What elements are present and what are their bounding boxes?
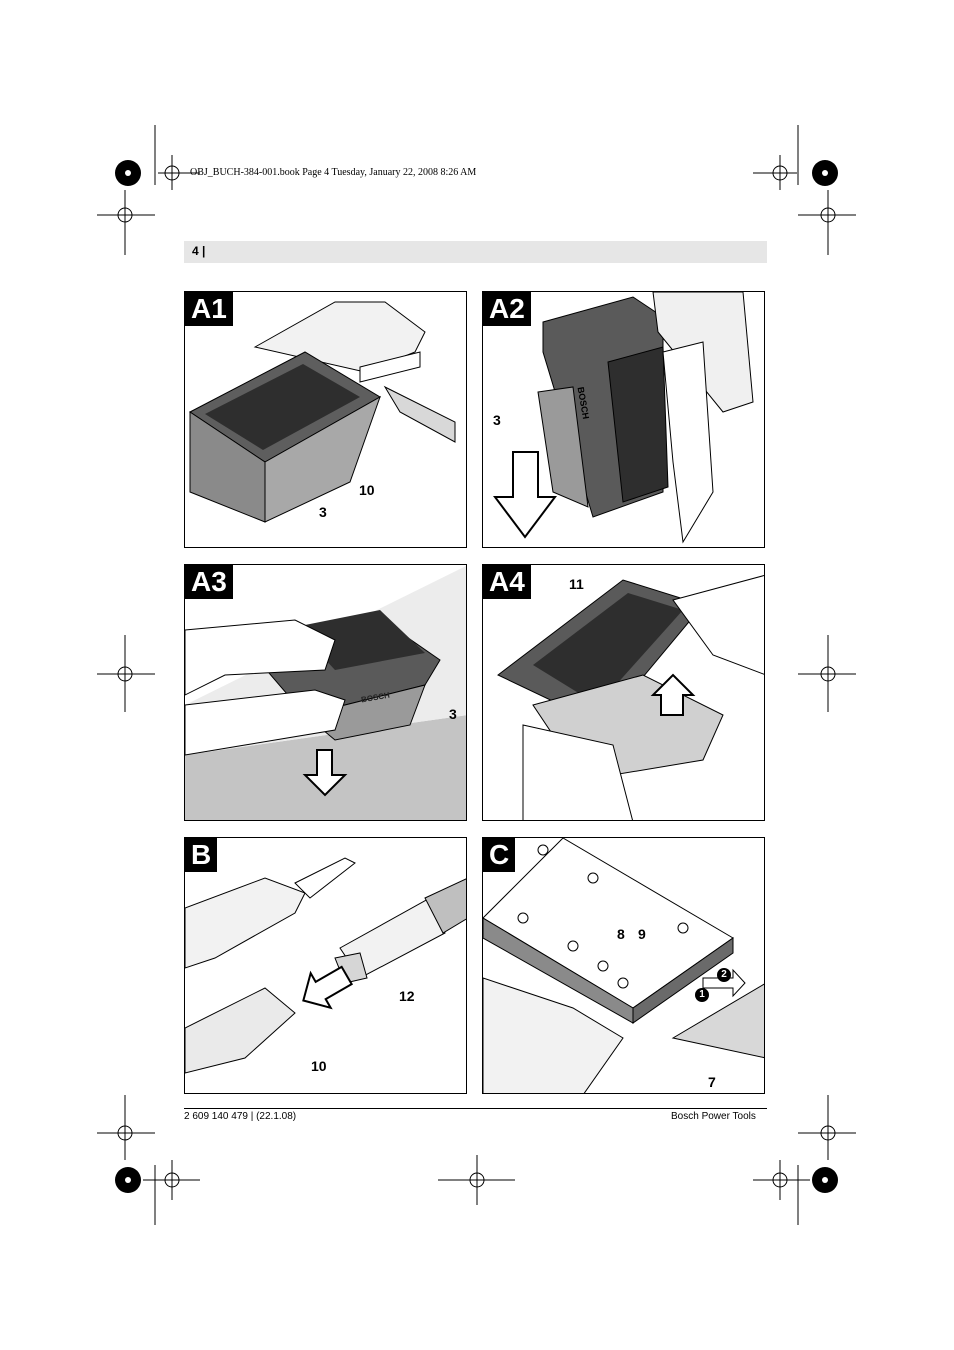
figure-b: B 12 10	[184, 837, 467, 1094]
callout-10: 10	[359, 482, 375, 498]
figure-a2: A2 BOSCH 3	[482, 291, 765, 548]
footer-doc-number: 2 609 140 479 | (22.1.08)	[184, 1111, 297, 1122]
figure-c: C 8 9 7 1 2	[482, 837, 765, 1094]
callout-12: 12	[399, 988, 415, 1004]
a4-illustration	[497, 575, 764, 820]
a1-illustration	[189, 301, 456, 523]
figure-tag-a3: A3	[185, 565, 233, 599]
callout-7: 7	[708, 1074, 716, 1090]
figure-tag-b: B	[185, 838, 218, 872]
page-header-bar	[184, 241, 767, 263]
footer-brand: Bosch Power Tools	[671, 1111, 756, 1122]
figure-tag-a2: A2	[483, 292, 531, 326]
figure-tag-c: C	[483, 838, 516, 872]
c-illustration	[483, 838, 764, 1093]
page-number: 4 |	[192, 244, 206, 258]
book-header-line: OBJ_BUCH-384-001.book Page 4 Tuesday, Ja…	[190, 167, 477, 178]
a2-illustration	[493, 292, 754, 544]
callout-10: 10	[311, 1058, 327, 1074]
figure-tag-a4: A4	[483, 565, 531, 599]
callout-11: 11	[569, 576, 584, 592]
a3-illustration	[185, 565, 466, 820]
callout-8: 8	[617, 926, 625, 942]
callout-9: 9	[638, 926, 646, 942]
step-2-badge: 2	[717, 968, 731, 982]
callout-3: 3	[319, 504, 327, 520]
b-illustration	[185, 857, 466, 1074]
figure-a3: A3 BOSCH 3	[184, 564, 467, 821]
step-1-badge: 1	[695, 988, 709, 1002]
callout-3: 3	[493, 412, 501, 428]
figure-tag-a1: A1	[185, 292, 233, 326]
figure-a1: A1 10 3	[184, 291, 467, 548]
footer-rule	[184, 1108, 767, 1109]
callout-3: 3	[449, 706, 457, 722]
figure-a4: A4 11	[482, 564, 765, 821]
